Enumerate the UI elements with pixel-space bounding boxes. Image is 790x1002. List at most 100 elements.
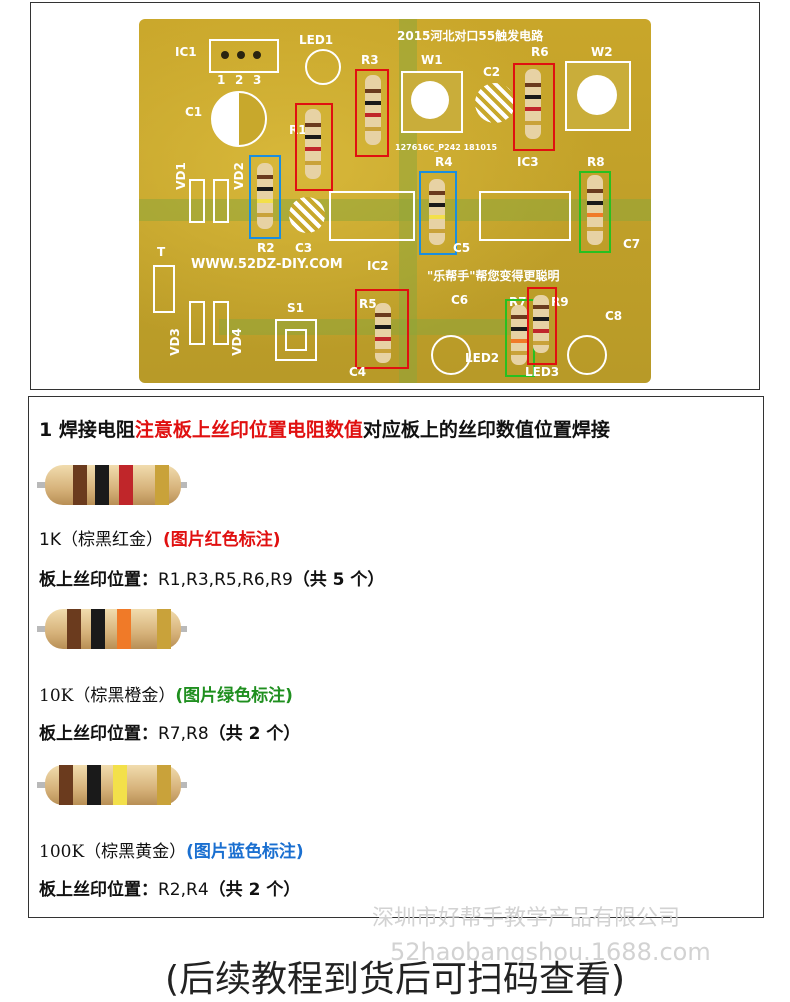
silk-led2: LED2 (465, 351, 500, 365)
led3-outline (567, 335, 607, 375)
silk-vd1: VD1 (173, 162, 188, 190)
vd3-outline (189, 301, 205, 345)
marker-r1 (295, 103, 333, 191)
resistor-r2 (257, 163, 273, 229)
band-100k-2 (87, 765, 101, 805)
silk-vd4: VD4 (229, 328, 244, 356)
silk-r3: R3 (361, 53, 379, 67)
silk-c1: C1 (185, 105, 203, 119)
footer-note: (后续教程到货后可扫码查看) (164, 959, 626, 1000)
resistor-info-panel: 1 焊接电阻注意板上丝印位置电阻数值对应板上的丝印数值位置焊接 1K（棕黑红金）… (28, 396, 764, 918)
resistor-r7 (511, 305, 527, 365)
marker-r3 (355, 69, 389, 157)
resistor-photo-1k (37, 457, 187, 513)
resistor-r6 (525, 69, 541, 139)
band-1k-1 (73, 465, 87, 505)
band-10k-3 (117, 609, 131, 649)
marker-r5 (355, 289, 409, 369)
silk-c2: C2 (483, 65, 501, 79)
silk-c3: C3 (295, 241, 313, 255)
band-1k-3 (119, 465, 133, 505)
silk-vd2: VD2 (231, 162, 246, 190)
marker-r6 (513, 63, 555, 151)
band-1k-4 (155, 465, 169, 505)
silk-ic1: IC1 (175, 45, 197, 59)
band-100k-3 (113, 765, 127, 805)
silk-c6: C6 (451, 293, 469, 307)
silk-c4: C4 (349, 365, 367, 379)
s1-switch (275, 319, 317, 361)
resistor-10k-note: (图片绿色标注) (175, 686, 293, 706)
w1-knob (411, 81, 449, 119)
silk-pin1: 1 (217, 73, 226, 87)
pos-values: R1,R3,R5,R6,R9 (158, 570, 293, 590)
c1-outline (211, 91, 267, 147)
resistor-1k-note: (图片红色标注) (162, 530, 281, 550)
pos-values: R2,R4 (158, 880, 209, 900)
heading-prefix: 1 焊接电阻 (39, 419, 135, 441)
silk-r8: R8 (587, 155, 605, 169)
silk-c5: C5 (453, 241, 471, 255)
pos-label: 板上丝印位置： (39, 880, 158, 900)
pos-count: （共 2 个） (208, 724, 301, 744)
pcb-slogan: "乐帮手"帮您变得更聪明 (427, 269, 560, 283)
ic1-header (209, 39, 279, 73)
resistor-100k-positions: 板上丝印位置：R2,R4（共 2 个） (39, 875, 300, 900)
silk-r6: R6 (531, 45, 549, 59)
silk-vd3: VD3 (167, 328, 182, 356)
silk-c7: C7 (623, 237, 641, 251)
band-10k-2 (91, 609, 105, 649)
silk-r1: R1 (289, 123, 307, 137)
vd4-outline (213, 301, 229, 345)
s1-switch-inner (285, 329, 307, 351)
vd2-outline (213, 179, 229, 223)
silk-led1: LED1 (299, 33, 334, 47)
resistor-10k-value: 10K（棕黑橙金） (39, 686, 176, 706)
resistor-100k-label: 100K（棕黑黄金）(图片蓝色标注) (39, 837, 304, 862)
resistor-photo-100k (37, 757, 187, 813)
heading-suffix: 对应板上的丝印数值位置焊接 (362, 419, 610, 441)
resistor-r9 (533, 295, 549, 353)
watermark-url: 52haobangshou.1688.com (390, 938, 711, 966)
silk-s1: S1 (287, 301, 304, 315)
band-10k-1 (67, 609, 81, 649)
pcb-board: 2015河北对口55触发电路 IC1 1 2 3 LED1 R3 W1 C2 R… (139, 19, 651, 383)
silk-led3: LED3 (525, 365, 560, 379)
silk-ic3: IC3 (517, 155, 539, 169)
pos-count: （共 2 个） (208, 880, 301, 900)
heading-red: 注意板上丝印位置电阻数值 (134, 419, 363, 441)
ic2-outline (329, 191, 415, 241)
band-100k-4 (157, 765, 171, 805)
resistor-photo-10k (37, 601, 187, 657)
c3-outline (289, 197, 325, 233)
marker-r2 (249, 155, 281, 239)
band-1k-2 (95, 465, 109, 505)
w2-knob (577, 75, 617, 115)
silk-pin2: 2 (235, 73, 244, 87)
c2-outline (475, 83, 515, 123)
silk-w1: W1 (421, 53, 443, 67)
resistor-10k-label: 10K（棕黑橙金）(图片绿色标注) (39, 681, 293, 706)
t-connector (153, 265, 175, 313)
silk-r4: R4 (435, 155, 453, 169)
marker-r9 (527, 287, 557, 365)
pcb-website: WWW.52DZ-DIY.COM (191, 257, 343, 272)
led2-outline (431, 335, 471, 375)
marker-r4 (419, 171, 457, 255)
pos-label: 板上丝印位置： (39, 570, 158, 590)
resistor-1k-positions: 板上丝印位置：R1,R3,R5,R6,R9（共 5 个） (39, 565, 384, 590)
watermark-company: 深圳市好帮手教学产品有限公司 (372, 906, 681, 931)
marker-r8 (579, 171, 611, 253)
pcb-part-number: 127616C_P242 181015 (395, 143, 498, 152)
resistor-r8 (587, 175, 603, 245)
resistor-100k-note: (图片蓝色标注) (186, 842, 304, 862)
silk-pin3: 3 (253, 73, 262, 87)
vd1-outline (189, 179, 205, 223)
resistor-r4 (429, 179, 445, 245)
silk-r5: R5 (359, 297, 377, 311)
pos-values: R7,R8 (158, 724, 209, 744)
section-heading: 1 焊接电阻注意板上丝印位置电阻数值对应板上的丝印数值位置焊接 (39, 415, 610, 442)
pos-label: 板上丝印位置： (39, 724, 158, 744)
resistor-10k-positions: 板上丝印位置：R7,R8（共 2 个） (39, 719, 300, 744)
ic3-outline (479, 191, 571, 241)
